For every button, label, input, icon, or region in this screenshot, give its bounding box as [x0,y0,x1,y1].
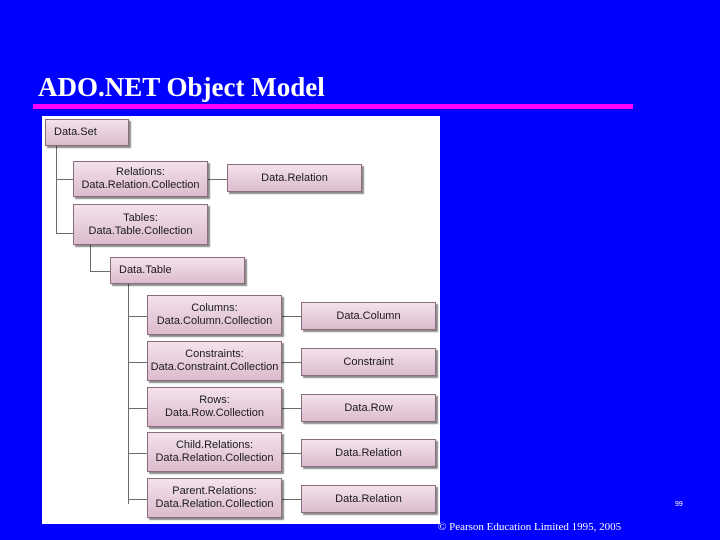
relations-box: Relations: Data.Relation.Collection [73,161,208,197]
title-underline [33,104,633,109]
tables-label-line1: Tables: [123,211,158,224]
connector-datatable-trunk [128,284,129,504]
data-relation-top-box: Data.Relation [227,164,362,192]
connector-rows [128,408,147,409]
connector-tables-trunk [90,245,91,271]
datarow-label: Data.Row [344,401,393,414]
datarow-box: Data.Row [301,394,436,422]
data-relation-parent-label: Data.Relation [335,492,402,505]
relations-label-line1: Relations: [116,166,165,178]
relations-label-line2: Data.Relation.Collection [81,179,200,191]
constraints-label-line2: Data.Constraint.Collection [150,361,279,373]
dataset-label: Data.Set [54,126,97,138]
connector-parentrelations-datarelation [282,499,301,500]
datatable-box: Data.Table [110,257,245,284]
parentrelations-label-line1: Parent.Relations: [172,485,257,497]
datacolumn-box: Data.Column [301,302,436,330]
columns-box: Columns: Data.Column.Collection [147,295,282,335]
columns-label-line2: Data.Column.Collection [156,315,273,327]
object-model-diagram: Data.Set Relations: Data.Relation.Collec… [42,116,440,524]
connector-datatable [90,271,110,272]
data-relation-child-label: Data.Relation [335,446,402,459]
constraints-box: Constraints: Data.Constraint.Collection [147,341,282,381]
connector-columns-datacolumn [282,316,301,317]
rows-box: Rows: Data.Row.Collection [147,387,282,427]
tables-box: Tables: Data.Table.Collection [73,204,208,245]
childrelations-box: Child.Relations: Data.Relation.Collectio… [147,432,282,472]
tables-label-line2: Data.Table.Collection [88,224,193,237]
datacolumn-label: Data.Column [336,309,401,322]
constraint-box: Constraint [301,348,436,376]
columns-label-line1: Columns: [191,302,238,314]
data-relation-parent-box: Data.Relation [301,485,436,513]
connector-childrelations-datarelation [282,453,301,454]
constraint-label: Constraint [343,355,394,368]
connector-dataset-trunk [56,146,57,234]
connector-childrelations [128,453,147,454]
parentrelations-box: Parent.Relations: Data.Relation.Collecti… [147,478,282,518]
connector-rows-datarow [282,408,301,409]
connector-parentrelations [128,499,147,500]
connector-constraints [128,362,147,363]
connector-relations [56,179,73,180]
copyright-notice: © Pearson Education Limited 1995, 2005 [438,521,622,533]
connector-tables [56,233,73,234]
constraints-label-line1: Constraints: [185,348,244,360]
connector-relations-datarelation [208,179,227,180]
datatable-label: Data.Table [119,264,172,276]
data-relation-top-label: Data.Relation [261,171,328,184]
parentrelations-label-line2: Data.Relation.Collection [155,498,274,510]
data-relation-child-box: Data.Relation [301,439,436,467]
page-number: 99 [675,501,683,508]
childrelations-label-line1: Child.Relations: [175,439,254,451]
rows-label-line2: Data.Row.Collection [164,407,265,419]
slide-title: ADO.NET Object Model [38,72,325,102]
dataset-box: Data.Set [45,119,129,146]
connector-constraints-constraint [282,362,301,363]
rows-label-line1: Rows: [199,394,230,406]
connector-columns [128,316,147,317]
childrelations-label-line2: Data.Relation.Collection [155,452,274,464]
